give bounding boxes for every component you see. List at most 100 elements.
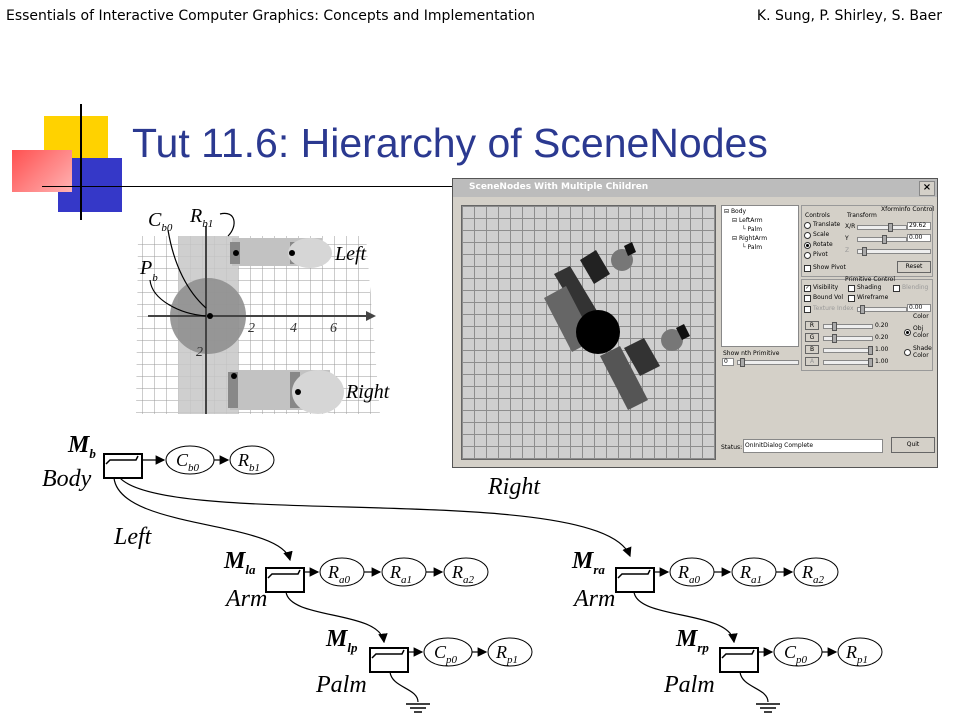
tick-y-2: 2 (196, 345, 203, 360)
scale-label: Scale (813, 231, 830, 238)
body-matrix-box (103, 453, 143, 479)
y-slider[interactable] (857, 235, 907, 244)
xr-label: X/R (845, 223, 856, 230)
pivot-point (207, 313, 213, 319)
obj-color-radio[interactable] (904, 329, 911, 336)
right-palm-node-rp1-label: Rp1 (845, 642, 868, 666)
left-arm-joint-rect (580, 250, 610, 284)
body-name: Body (42, 466, 92, 492)
show-pivot-checkbox[interactable] (804, 265, 811, 272)
right-arm-matrix-box (615, 567, 655, 593)
authors: K. Sung, P. Shirley, S. Baer (756, 8, 942, 24)
xr-field[interactable]: 29.62 (907, 222, 931, 230)
left-arm-node-ra0-label: Ra0 (327, 562, 351, 586)
right-arm-node-ra2-label: Ra2 (801, 562, 825, 586)
g-slider[interactable] (823, 334, 873, 343)
rotate-radio[interactable] (804, 242, 811, 249)
nth-primitive-slider[interactable] (737, 358, 799, 367)
right-ground-wire (739, 671, 769, 703)
g-button[interactable]: G (805, 333, 819, 342)
blending-checkbox[interactable] (893, 285, 900, 292)
y-field[interactable]: 0.00 (907, 234, 931, 242)
bound-vol-checkbox[interactable] (804, 295, 811, 302)
left-palm-box-slash (371, 649, 405, 659)
window-titlebar[interactable]: SceneNodes With Multiple Children × (453, 179, 937, 197)
right-label: Right (345, 381, 390, 403)
bound-vol-label: Bound Vol (813, 294, 844, 301)
book-title: Essentials of Interactive Computer Graph… (6, 8, 535, 24)
scene-render (544, 242, 690, 410)
right-palm-tip (676, 324, 690, 340)
body-box-slash (105, 455, 139, 465)
translate-radio[interactable] (804, 222, 811, 229)
visibility-checkbox[interactable]: ✓ (804, 285, 811, 292)
texture-field[interactable]: 0.00 (907, 304, 931, 312)
deco-red-square (12, 150, 72, 192)
left-edge-label: Left (113, 524, 153, 550)
scene-tree[interactable]: ⊟ Body ⊟ LeftArm └ Palm ⊟ RightArm └ Pal… (721, 205, 799, 347)
nth-primitive-field[interactable]: 0 (722, 358, 734, 366)
shade-color-label: Shade Color (913, 345, 932, 359)
edge-left-palm (285, 591, 388, 644)
texture-slider[interactable] (857, 305, 907, 314)
tick-4: 4 (290, 321, 297, 336)
left-palm-shape (288, 238, 332, 268)
x-axis-arrow (366, 311, 376, 321)
edge-right-palm (633, 591, 738, 644)
y-label: Y (845, 235, 849, 242)
shading-checkbox[interactable] (848, 285, 855, 292)
status-field: OnInitDialog Complete (743, 439, 883, 453)
a-value: 1.00 (875, 358, 889, 365)
tick-6: 6 (330, 321, 337, 336)
left-palm-point (289, 250, 295, 256)
left-arm-node-ra1-label: Ra1 (389, 562, 412, 586)
tree-label-rightarm: RightArm (738, 235, 768, 242)
tree-item-palm-left[interactable]: └ Palm (742, 226, 763, 233)
rotate-label: Rotate (813, 241, 833, 248)
wireframe-checkbox[interactable] (848, 295, 855, 302)
primitive-group-label: Primitive Control (845, 276, 896, 283)
right-arm-rect (600, 346, 648, 410)
show-pivot-label: Show Pivot (813, 264, 846, 271)
right-palm-circle (661, 329, 683, 351)
g-value: 0.20 (875, 334, 889, 341)
tree-item-body[interactable]: ⊟ Body (724, 208, 747, 215)
quit-button[interactable]: Quit (891, 437, 935, 453)
pivot-label: Pivot (813, 251, 828, 258)
wireframe-label: Wireframe (857, 294, 889, 301)
z-label: Z (845, 247, 850, 254)
reset-button[interactable]: Reset (897, 261, 931, 273)
tree-item-palm-right[interactable]: └ Palm (742, 244, 763, 251)
a-button[interactable]: A (805, 357, 819, 366)
body-node-rb1-label: Rb1 (237, 450, 260, 474)
left-palm-node-rp1-label: Rp1 (495, 642, 518, 666)
right-palm-matrix-label: Mrp (675, 626, 709, 655)
right-arm-box-slash (617, 569, 651, 579)
left-arm-box-slash (267, 569, 301, 579)
body-node-cb0-label: Cb0 (176, 450, 200, 474)
tree-item-leftarm[interactable]: ⊟ LeftArm (732, 217, 763, 224)
render-viewport[interactable] (461, 205, 716, 460)
shade-color-radio[interactable] (904, 349, 911, 356)
z-slider[interactable] (857, 247, 931, 256)
a-slider[interactable] (823, 358, 873, 367)
tree-item-rightarm[interactable]: ⊟ RightArm (732, 235, 768, 242)
cb0-pointer (167, 229, 207, 309)
r-slider[interactable] (823, 322, 873, 331)
texture-label: Texture (813, 305, 835, 312)
right-arm-matrix-label: Mra (571, 548, 605, 577)
b-button[interactable]: B (805, 345, 819, 354)
close-button[interactable]: × (919, 181, 935, 196)
left-arm-node-ra2-label: Ra2 (451, 562, 475, 586)
window-title: SceneNodes With Multiple Children (469, 182, 649, 192)
texture-checkbox[interactable] (804, 306, 811, 313)
hierarchy-diagram: Mb Body Cb0 Rb1 Left Right Mla Arm Ra0 R… (42, 432, 883, 713)
left-arm-name: Arm (224, 586, 267, 612)
b-slider[interactable] (823, 346, 873, 355)
translate-label: Translate (813, 221, 841, 228)
pivot-radio[interactable] (804, 252, 811, 259)
r-button[interactable]: R (805, 321, 819, 330)
arm-figure: 2 4 6 2 Cb0 Rb1 Pb Left Right (136, 205, 390, 414)
xr-slider[interactable] (857, 223, 907, 232)
scale-radio[interactable] (804, 232, 811, 239)
